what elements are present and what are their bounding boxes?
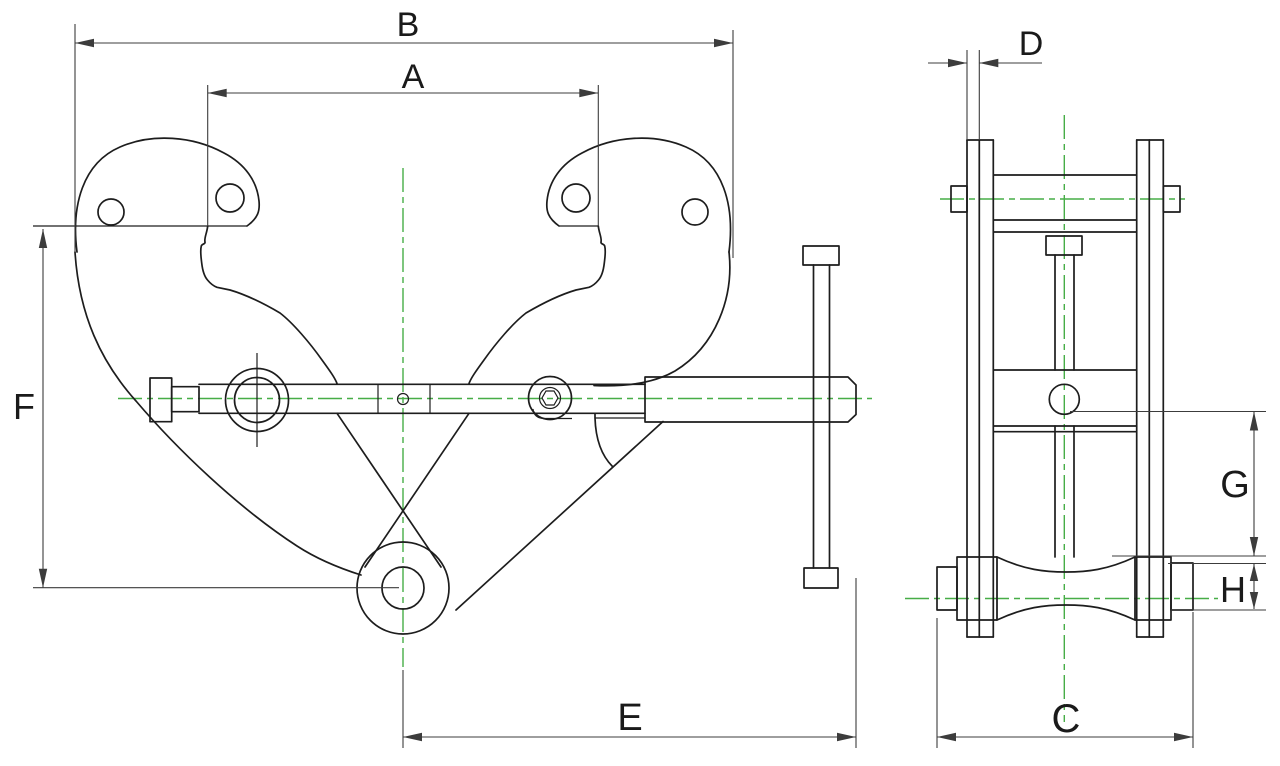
right-jaw-tip xyxy=(468,225,607,385)
left-jaw-hole-inner xyxy=(215,183,245,213)
shaft-left-section xyxy=(956,556,998,621)
dimension-label-b: B xyxy=(397,6,420,44)
right-jaw-hole-outer xyxy=(681,198,709,226)
middle-cross-band xyxy=(992,369,1138,433)
roller-edges xyxy=(996,557,1136,620)
clamp-body xyxy=(33,137,732,635)
dimension-g: G xyxy=(1070,410,1266,557)
left-body-edge xyxy=(74,251,362,576)
boss-bracket xyxy=(532,408,572,420)
dimension-f: F xyxy=(13,229,399,589)
rod-joint-lines xyxy=(377,384,431,414)
right-jaw-hole-inner xyxy=(561,183,591,213)
dimension-b: B xyxy=(74,6,734,258)
band-hole xyxy=(1048,383,1081,416)
left-arm-inner-edge xyxy=(336,412,442,568)
right-pivot-boss-outer xyxy=(527,375,573,421)
screw-assembly xyxy=(149,353,857,447)
handle-bottom-cap xyxy=(803,567,839,589)
side-plates xyxy=(966,139,1165,638)
screw-head xyxy=(1045,235,1083,256)
right-side-plate xyxy=(1135,139,1165,638)
right-rod-end xyxy=(1162,185,1181,213)
shaft-right-section xyxy=(1134,556,1172,621)
bottom-shaft-assembly xyxy=(936,556,1194,621)
dimension-label-d: D xyxy=(1019,25,1044,63)
dimension-label-e: E xyxy=(617,697,642,739)
side-screw xyxy=(1045,235,1083,558)
screw-stem xyxy=(1054,254,1075,558)
dimension-label-g: G xyxy=(1220,464,1250,506)
screw-end-knob xyxy=(149,377,173,423)
band-edges xyxy=(992,369,1138,433)
dimension-label-a: A xyxy=(402,58,425,96)
left-side-plate xyxy=(966,139,995,638)
dimension-d: D xyxy=(928,25,1043,140)
dimension-label-c: C xyxy=(1052,697,1081,741)
side-view: D G H C xyxy=(905,25,1266,748)
dimension-h: H xyxy=(1168,562,1266,611)
dimension-e: E xyxy=(402,578,857,748)
front-view: B A F E xyxy=(13,6,872,748)
tensioning-nut-body xyxy=(644,376,857,423)
dimension-c: C xyxy=(936,612,1194,748)
dimension-a: A xyxy=(207,58,599,226)
right-jaw-plate xyxy=(545,137,732,253)
left-jaw-tip xyxy=(199,225,338,385)
side-centerlines xyxy=(905,115,1218,722)
right-arm-edge xyxy=(455,420,664,611)
hex-socket xyxy=(541,390,559,406)
plate-end-edges xyxy=(966,139,1165,638)
roller-concave-top xyxy=(996,556,1136,573)
dimension-label-h: H xyxy=(1220,569,1246,610)
left-jaw-hole-outer xyxy=(97,198,125,226)
roller-concave-bottom xyxy=(996,604,1136,621)
dimension-label-f: F xyxy=(13,386,35,427)
rod-pin-hole xyxy=(396,392,410,406)
front-centerlines xyxy=(118,168,872,667)
upper-cross-member xyxy=(950,174,1181,233)
shaft-left-cap xyxy=(936,566,958,611)
screw-neck xyxy=(170,385,200,413)
handle-top-cap xyxy=(802,245,840,266)
left-rod-end xyxy=(950,185,968,213)
cross-member-edges xyxy=(992,174,1138,233)
handle-bar xyxy=(812,264,831,569)
shaft-right-cap xyxy=(1170,562,1194,611)
right-arm-inner-edge xyxy=(364,412,470,568)
right-arm-fillet xyxy=(594,412,614,468)
right-body-arc xyxy=(593,251,731,387)
left-jaw-plate xyxy=(74,137,261,253)
tbar-handle xyxy=(802,245,840,589)
right-pivot-boss-inner xyxy=(538,386,562,410)
